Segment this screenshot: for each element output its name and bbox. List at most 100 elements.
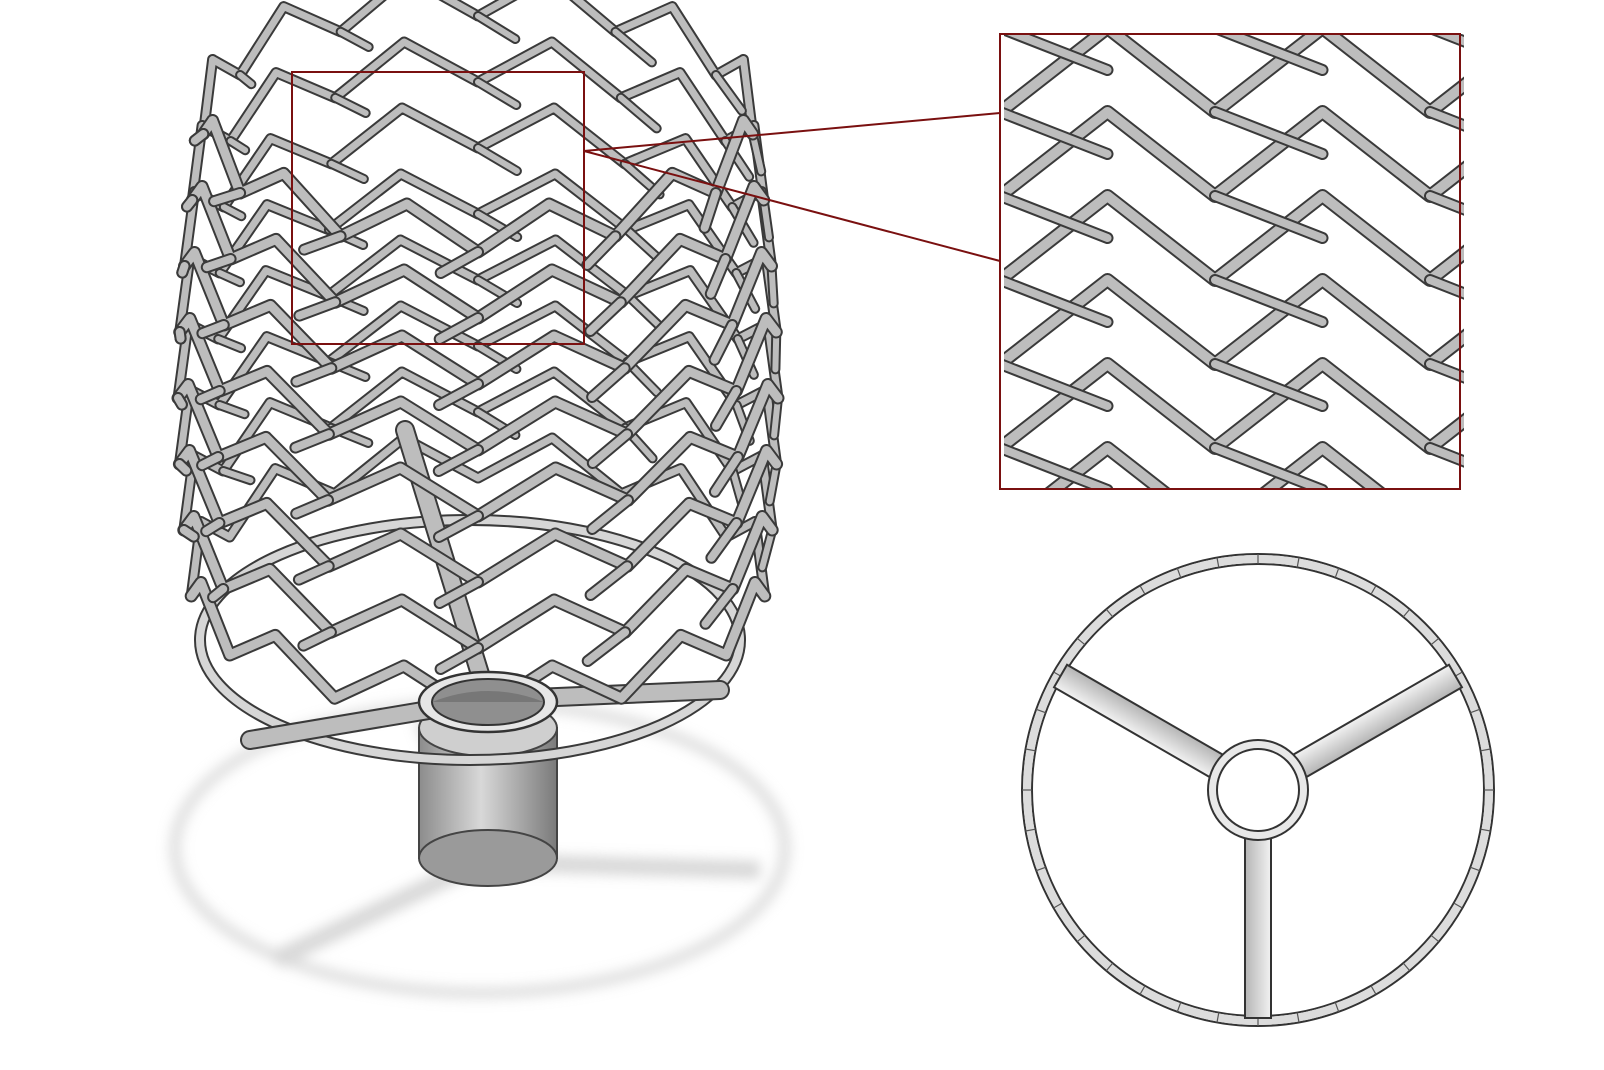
- top-spoke-bar: [1244, 837, 1272, 1019]
- diagonal-strut: [583, 232, 620, 269]
- detail-connector: [1211, 276, 1327, 326]
- callout-box: [291, 71, 585, 345]
- diagonal-strut: [198, 453, 223, 470]
- ring-tick: [1334, 1002, 1340, 1013]
- diagonal-strut: [215, 336, 245, 352]
- diagonal-strut: [198, 321, 228, 338]
- diagonal-strut: [196, 387, 224, 404]
- ring-tick: [1370, 985, 1377, 995]
- diagonal-strut: [220, 204, 245, 220]
- diagonal-strut: [435, 314, 482, 343]
- diagonal-strut: [292, 496, 332, 518]
- detail-zigzag-ring: [1046, 443, 1384, 489]
- diagonal-strut: [588, 430, 632, 467]
- top-spoke-1: [1052, 663, 1225, 779]
- detail-connector: [1426, 444, 1464, 466]
- ring-tick: [1370, 585, 1377, 595]
- diagonal-strut: [712, 387, 741, 430]
- ring-tick: [1105, 608, 1114, 618]
- diagonal-strut: [216, 270, 243, 286]
- diagonal-strut: [712, 72, 745, 114]
- diagonal-strut: [332, 94, 369, 116]
- zigzag-ring-front: [198, 116, 758, 257]
- diagonal-strut: [183, 196, 197, 211]
- diagonal-strut: [209, 585, 228, 602]
- ring-tick: [1216, 557, 1220, 568]
- ring-tick: [1480, 748, 1491, 752]
- diagonal-strut: [588, 364, 629, 401]
- isometric-view: [169, 0, 791, 999]
- diagonal-strut: [202, 255, 235, 272]
- zigzag-ring-back: [199, 0, 757, 138]
- detail-zigzag-ring: [1004, 107, 1464, 201]
- diagonal-strut: [202, 519, 224, 536]
- diagonal-strut: [179, 526, 198, 541]
- diagonal-strut: [617, 94, 660, 132]
- zigzag-ring-front: [174, 446, 782, 587]
- diagonal-strut: [220, 468, 254, 484]
- diagonal-strut: [475, 13, 519, 42]
- diagonal-strut: [210, 189, 245, 206]
- diagonal-strut: [216, 402, 248, 418]
- ring-tick: [1105, 962, 1114, 972]
- diagonal-strut: [625, 292, 663, 330]
- detail-zigzag-ring: [1004, 191, 1464, 285]
- ring-tick: [1402, 608, 1411, 618]
- diagonal-strut: [435, 380, 482, 409]
- detail-zigzag-ring: [1004, 359, 1464, 453]
- detail-connector: [1004, 361, 1112, 410]
- top-spoke-3: [1244, 837, 1272, 1019]
- diagonal-strut: [328, 160, 367, 182]
- diagonal-strut: [588, 496, 632, 533]
- top-spokes: [1052, 663, 1464, 1019]
- diagonal-strut: [175, 460, 191, 475]
- diagonal-strut: [294, 562, 333, 584]
- detail-view: [999, 33, 1464, 490]
- ring-tick: [1076, 637, 1086, 646]
- ring-tick: [1296, 557, 1300, 568]
- diagonal-strut: [337, 28, 372, 50]
- ring-tick: [1453, 902, 1463, 909]
- diagonal-strut: [291, 430, 333, 452]
- diagonal-strut: [292, 364, 336, 386]
- diagonal-strut: [586, 562, 632, 599]
- detail-connector: [1004, 109, 1112, 158]
- detail-connector: [1426, 108, 1464, 130]
- diagonal-strut: [300, 232, 345, 254]
- detail-connector: [1004, 277, 1112, 326]
- detail-connector: [1426, 192, 1464, 214]
- ring-tick: [1025, 828, 1036, 832]
- ring-tick: [1470, 708, 1481, 714]
- ring-tick: [1139, 585, 1146, 595]
- top-spoke-bar: [1052, 663, 1225, 779]
- ring-tick: [1176, 567, 1182, 578]
- hub-top: [417, 670, 559, 734]
- diagonal-strut: [174, 394, 186, 409]
- top-hub: [1207, 739, 1309, 841]
- top-spoke-bar: [1291, 663, 1464, 779]
- ring-tick: [1035, 866, 1046, 872]
- diagonal-strut: [475, 145, 520, 174]
- ring-tick: [1076, 934, 1086, 943]
- diagonal-strut: [701, 585, 737, 628]
- detail-connector: [1426, 360, 1464, 382]
- top-view: [1021, 553, 1495, 1027]
- ring-tick: [1430, 637, 1440, 646]
- detail-connector: [1211, 360, 1327, 410]
- diagonal-strut: [475, 79, 520, 108]
- detail-connector: [1004, 445, 1112, 489]
- diagonal-strut: [190, 130, 208, 145]
- diagonal-strut: [436, 644, 482, 673]
- detail-connector: [1211, 108, 1327, 158]
- diagonal-strut: [295, 298, 340, 320]
- ring-tick: [1402, 962, 1411, 972]
- detail-zigzag-ring: [1004, 34, 1464, 117]
- ring-tick: [1053, 902, 1063, 909]
- diagonal-strut: [710, 321, 737, 364]
- zigzag-ring-front: [173, 380, 783, 521]
- zigzag-ring-front: [180, 248, 776, 389]
- ring-tick: [1139, 985, 1146, 995]
- diagonal-strut: [178, 262, 189, 277]
